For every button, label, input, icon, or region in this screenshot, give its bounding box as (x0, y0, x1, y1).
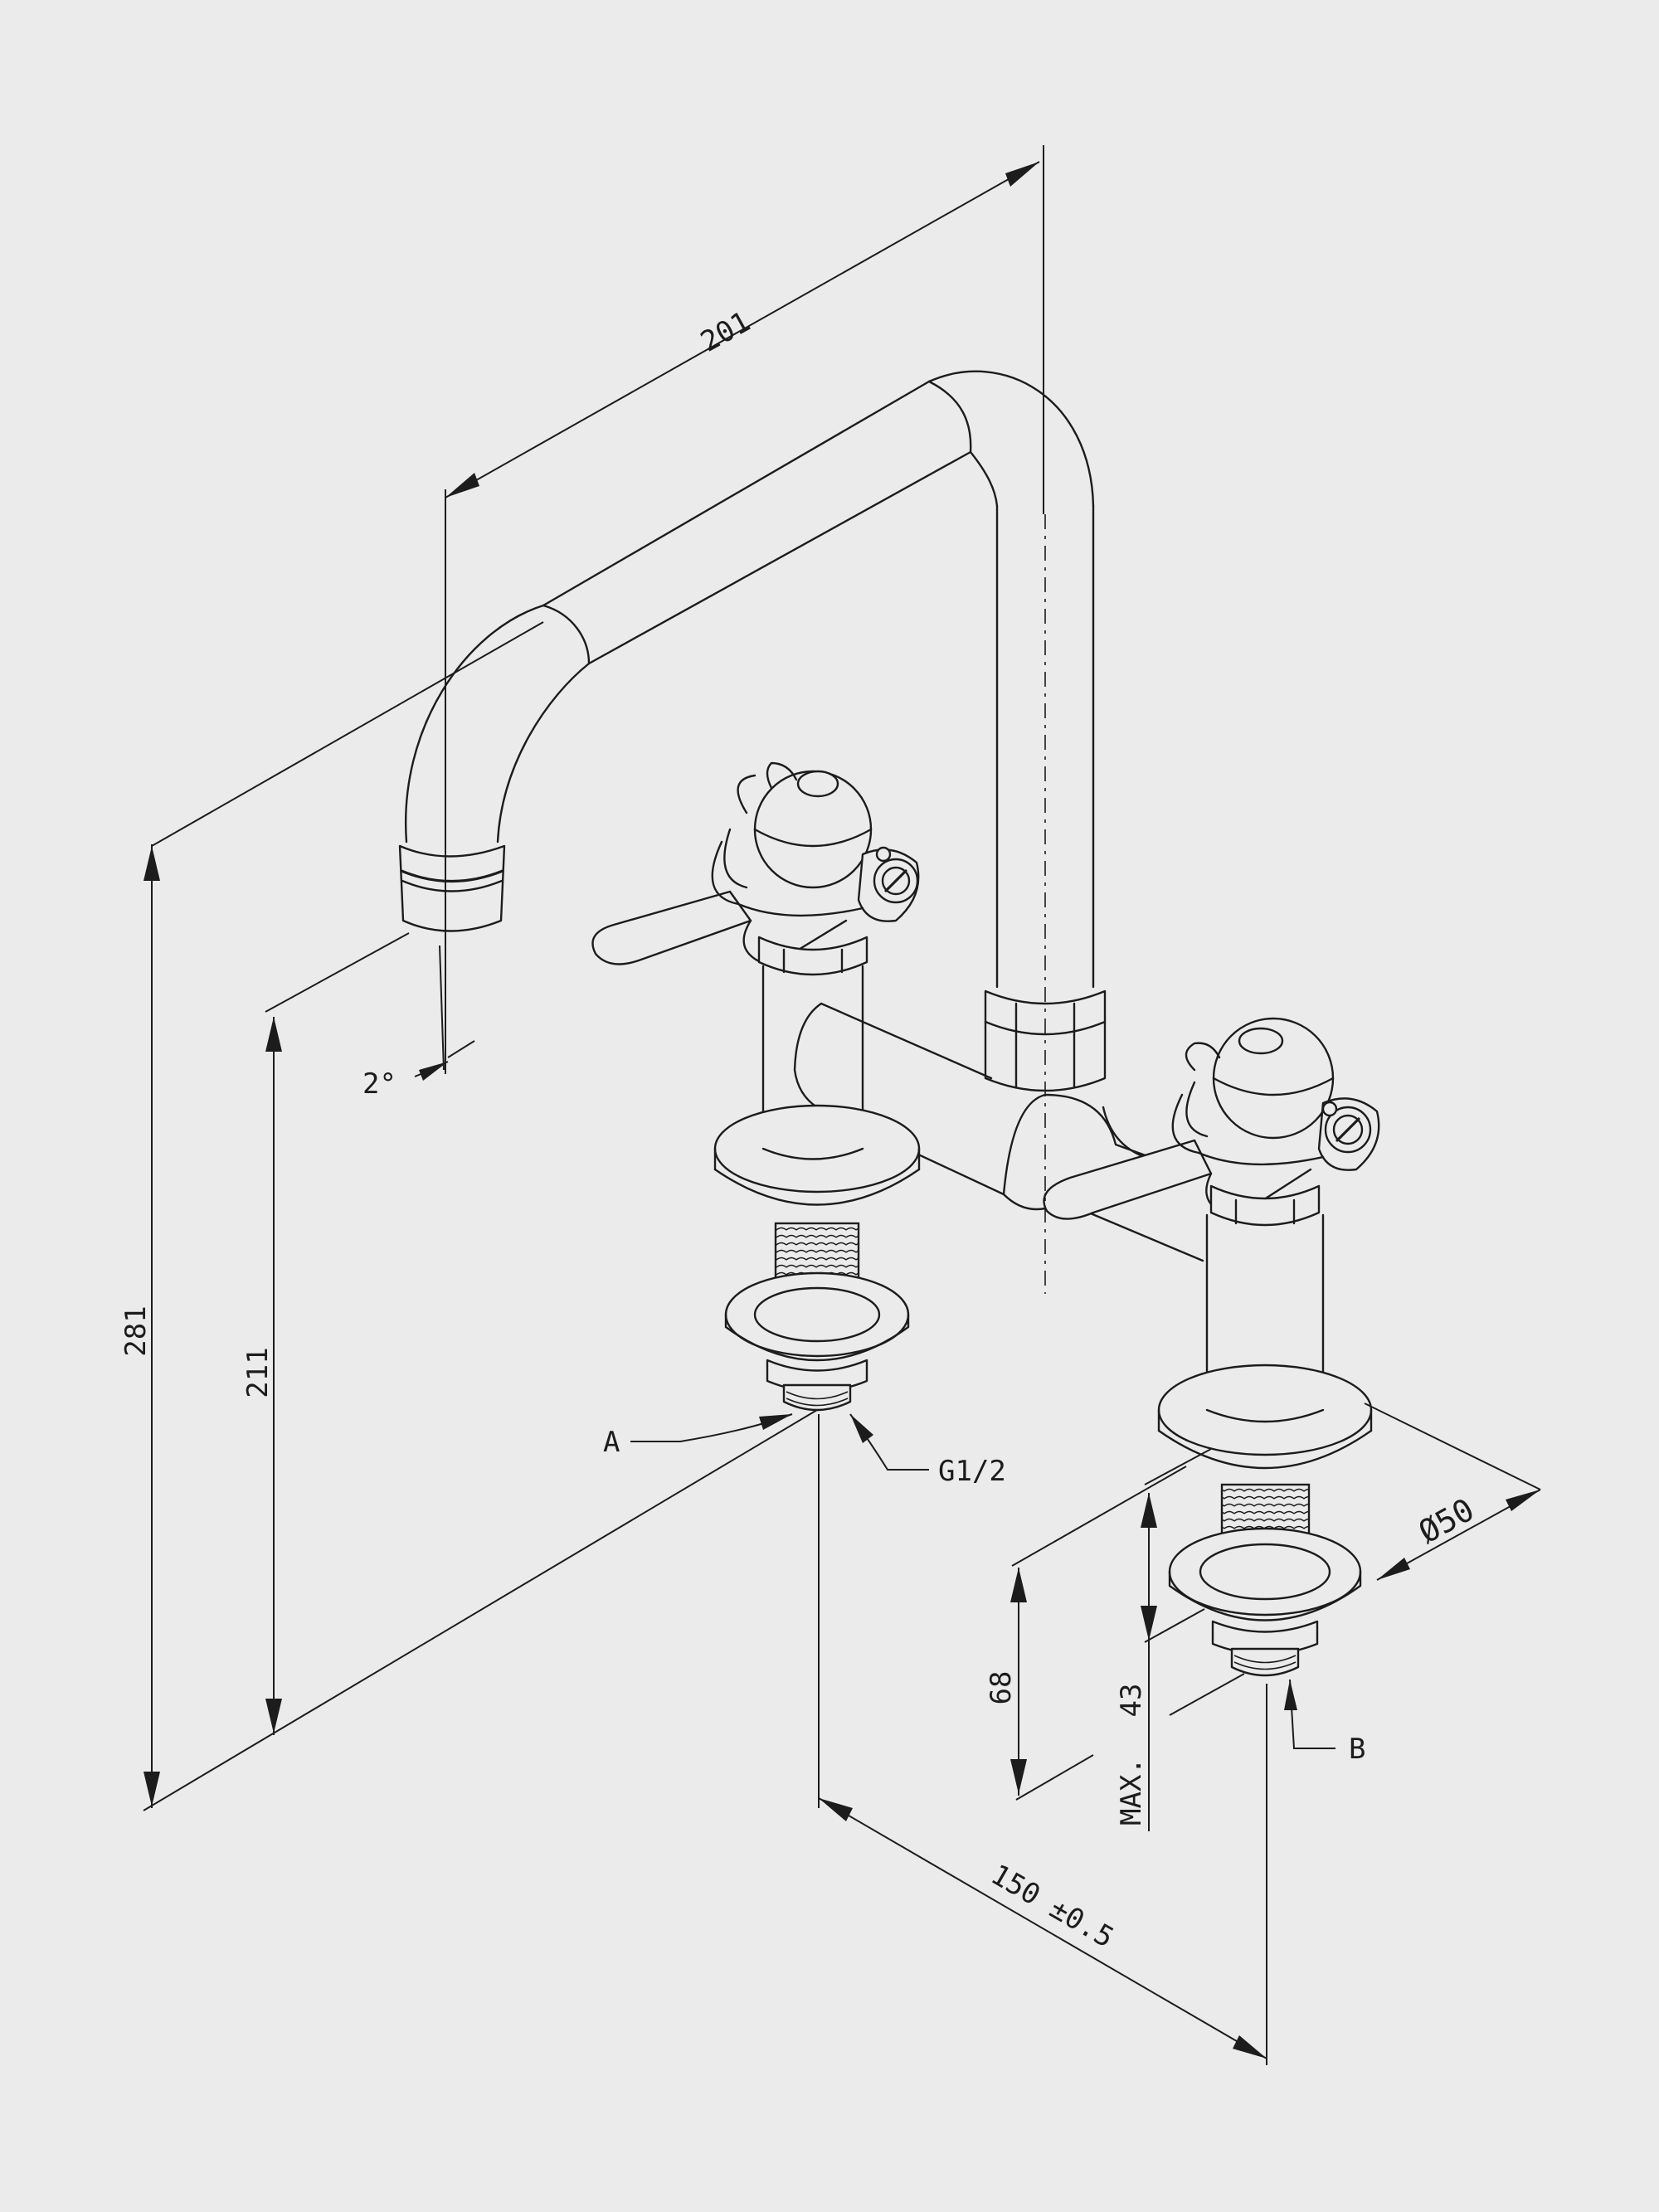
right-valve: FORA (1043, 1017, 1380, 1677)
dim-outlet-height: 211 (241, 1347, 275, 1398)
dimension-lines (143, 145, 1541, 2065)
faucet-outline: FORA (398, 370, 1380, 1677)
dim-spout-angle: 2° (362, 1067, 397, 1101)
brand-logo-right: FORA (1248, 1038, 1274, 1047)
dim-deck-max-prefix: MAX. (1115, 1757, 1148, 1826)
callout-b: B (1349, 1733, 1365, 1766)
spout (398, 370, 1095, 989)
brand-logo-left: FORA (805, 780, 831, 790)
callout-thread-g12: G1/2 (938, 1455, 1006, 1488)
dim-deck-thickness: 43 (1115, 1684, 1148, 1718)
left-valve: FORA (591, 761, 921, 1412)
dim-total-height: 281 (119, 1305, 153, 1356)
dim-shank-length: 68 (985, 1671, 1018, 1705)
dim-flange-diameter: Ø50 (1413, 1491, 1480, 1551)
callout-a: A (603, 1426, 620, 1459)
